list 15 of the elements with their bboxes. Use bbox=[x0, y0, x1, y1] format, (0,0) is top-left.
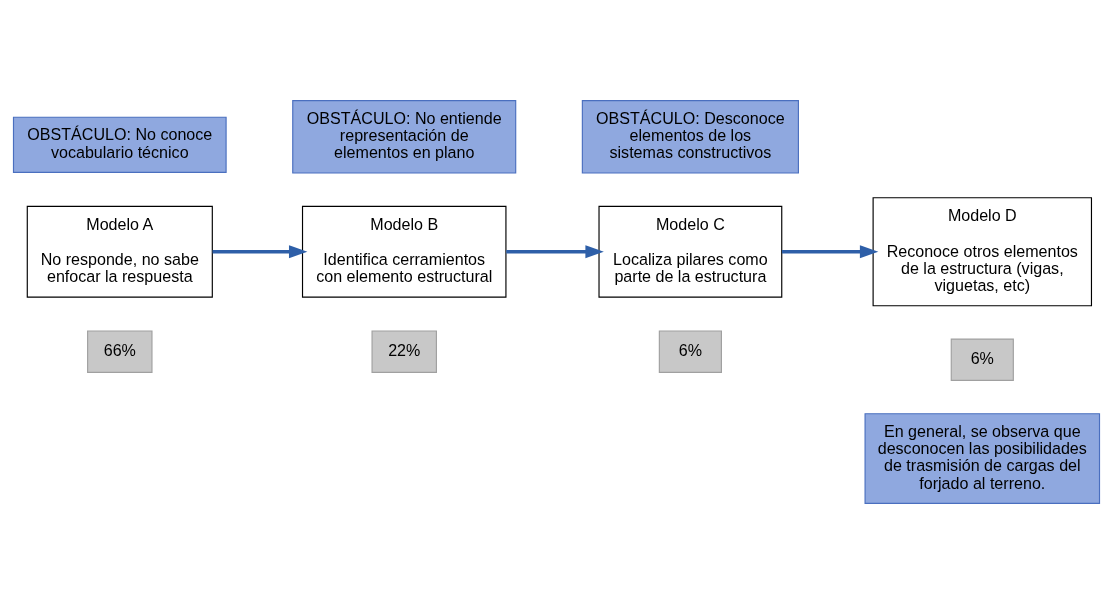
node-box: Modelo C Localiza pilares como parte de la estructura bbox=[598, 205, 783, 298]
node-box: OBSTÁCULO: Desconoce elementos de los sistemas constructivos bbox=[581, 100, 799, 174]
node-box: Modelo B Identifica cerramientos con elemento estructural bbox=[301, 205, 507, 298]
node-box: 6% bbox=[658, 330, 722, 373]
node-box: Modelo D Reconoce otros elementos de la estructura (vigas, viguetas, etc) bbox=[872, 197, 1093, 307]
node-box: OBSTÁCULO: No conoce vocabulario técnico bbox=[12, 116, 227, 173]
arrow bbox=[782, 245, 879, 259]
arrow bbox=[212, 245, 308, 259]
node-box: Modelo A No responde, no sabe enfocar la respuesta bbox=[26, 205, 213, 298]
node-box: OBSTÁCULO: No entiende representación de elementos en plano bbox=[292, 100, 517, 174]
node-box: 6% bbox=[950, 338, 1014, 381]
arrow bbox=[506, 245, 604, 259]
node-box: 66% bbox=[87, 330, 153, 373]
node-box: 22% bbox=[371, 330, 437, 373]
node-box: En general, se observa que desconocen las posibilidades de trasmisión de cargas del forjado al terreno. bbox=[864, 413, 1101, 504]
